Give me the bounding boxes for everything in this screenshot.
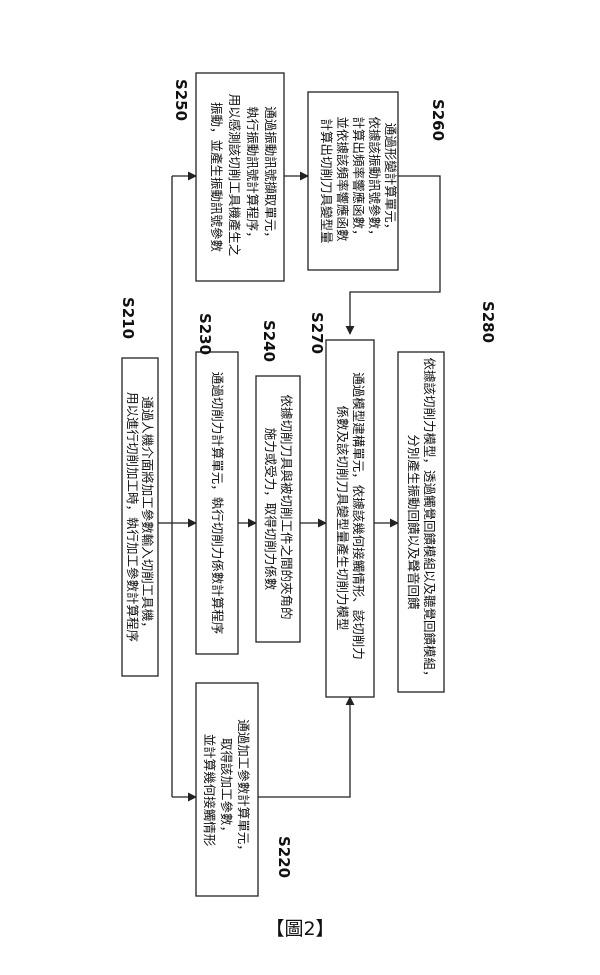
svg-text:通過形變計算單元， 依據該振動訊號參數，: 通過形變計算單元， 依據該振動訊號參數， 計算出頻率響應函數， 並依據該頻率響應… <box>319 117 398 246</box>
step-s230: 通過切削力計算單元，執行切削力係數計算程序 S230 <box>195 313 239 655</box>
svg-text:依據切削刀具與被切削工件之間的夾角的 施力或: 依據切削刀具與被切削工件之間的夾角的 施力或受力，取得切削力係數 <box>263 395 294 624</box>
s240-label: S240 <box>260 320 278 362</box>
s260-line-3: 計算出頻率響應函數， <box>351 117 366 242</box>
svg-text:通過振動訊號擷取單元， 執行振動訊號計算程序: 通過振動訊號擷取單元， 執行振動訊號計算程序， 用以感測該切削工具機產生之 振動… <box>209 94 278 261</box>
svg-text:依據該切削力模型，透過觸覺回饋模組以及聽覺回饋模組，: 依據該切削力模型，透過觸覺回饋模組以及聽覺回饋模組， 分別產生振動回饋以及聲音回… <box>406 358 437 687</box>
s260-line-5: 計算出切削刀具變型量 <box>319 118 334 243</box>
s260-line-4: 並依據該頻率響應函數 <box>335 117 350 243</box>
s250-label: S250 <box>172 79 190 121</box>
s280-box <box>397 351 445 693</box>
arrow-s260-to-s270 <box>345 175 441 335</box>
svg-text:通過切削力計算單元，執行切削力係數計算程序: 通過切削力計算單元，執行切削力係數計算程序 <box>210 372 225 635</box>
step-s280: 依據該切削力模型，透過觸覺回饋模組以及聽覺回饋模組， 分別產生振動回饋以及聲音回… <box>397 301 497 693</box>
s240-box <box>255 375 301 643</box>
s230-line-1: 通過切削力計算單元，執行切削力係數計算程序 <box>210 372 225 635</box>
s250-line-1: 通過振動訊號擷取單元， <box>263 106 278 244</box>
s270-line-1: 通過模型建構單元，依據該幾何接觸情形、該切削力 <box>351 372 366 660</box>
connectors <box>158 171 441 802</box>
s210-label: S210 <box>119 297 137 339</box>
step-s270: 通過模型建構單元，依據該幾何接觸情形、該切削力 係數及該切削刀具變型量產生切削力… <box>308 312 375 698</box>
s250-line-4: 振動，並產生振動訊號參數 <box>209 102 224 253</box>
step-s220: 通過加工參數計算單元， 取得該加工參數， 並計算幾何接觸情形 S220 <box>195 682 293 897</box>
s260-box <box>307 91 399 271</box>
figure-caption: 【圖2】 <box>265 918 335 940</box>
s230-label: S230 <box>196 313 214 355</box>
s280-label: S280 <box>479 301 497 343</box>
s270-label: S270 <box>308 312 326 354</box>
s230-box <box>195 351 239 655</box>
step-s250: 通過振動訊號擷取單元， 執行振動訊號計算程序， 用以感測該切削工具機產生之 振動… <box>172 72 285 282</box>
svg-text:通過模型建構單元，依據該幾何接觸情形、該切削力: 通過模型建構單元，依據該幾何接觸情形、該切削力 係數及該切削刀具變型量產生切削力… <box>335 372 366 664</box>
step-s260: 通過形變計算單元， 依據該振動訊號參數， 計算出頻率響應函數， 並依據該頻率響應… <box>307 91 447 271</box>
s260-label: S260 <box>429 99 447 141</box>
s260-line-2: 依據該振動訊號參數， <box>367 117 382 242</box>
s220-line-3: 並計算幾何接觸情形 <box>202 734 217 847</box>
s270-line-2: 係數及該切削刀具變型量產生切削力模型 <box>335 405 350 630</box>
s210-line-2: 用以進行切削加工時，執行加工參數計算程序 <box>125 392 140 642</box>
svg-text:通過人機介面將加工參數輸入切削工具機， 用以: 通過人機介面將加工參數輸入切削工具機， 用以進行切削加工時，執行加工參數計算程序 <box>125 392 155 642</box>
s280-line-1: 依據該切削力模型，透過觸覺回饋模組以及聽覺回饋模組， <box>422 358 437 683</box>
s220-box <box>195 682 259 897</box>
s270-box <box>325 339 375 698</box>
s240-line-1: 依據切削刀具與被切削工件之間的夾角的 <box>279 395 294 620</box>
s250-line-3: 用以感測該切削工具機產生之 <box>227 94 242 257</box>
s240-line-2: 施力或受力，取得切削力係數 <box>263 428 278 591</box>
arrow-s220-to-s270 <box>258 696 355 798</box>
s220-label: S220 <box>275 836 293 878</box>
s280-line-2: 分別產生振動回饋以及聲音回饋 <box>406 434 421 610</box>
s220-line-2: 取得該加工參數， <box>219 738 234 838</box>
s250-box <box>195 72 285 282</box>
step-s210: 通過人機介面將加工參數輸入切削工具機， 用以進行切削加工時，執行加工參數計算程序… <box>119 297 159 677</box>
s210-box <box>121 357 159 677</box>
s260-line-1: 通過形變計算單元， <box>383 123 398 236</box>
s250-line-2: 執行振動訊號計算程序， <box>245 106 260 244</box>
step-s240: 依據切削刀具與被切削工件之間的夾角的 施力或受力，取得切削力係數 S240 <box>255 320 301 643</box>
s210-line-1: 通過人機介面將加工參數輸入切削工具機， <box>140 396 155 634</box>
s220-line-1: 通過加工參數計算單元， <box>236 719 251 857</box>
svg-text:通過加工參數計算單元， 取得該加工參數，: 通過加工參數計算單元， 取得該加工參數， 並計算幾何接觸情形 <box>202 719 251 861</box>
